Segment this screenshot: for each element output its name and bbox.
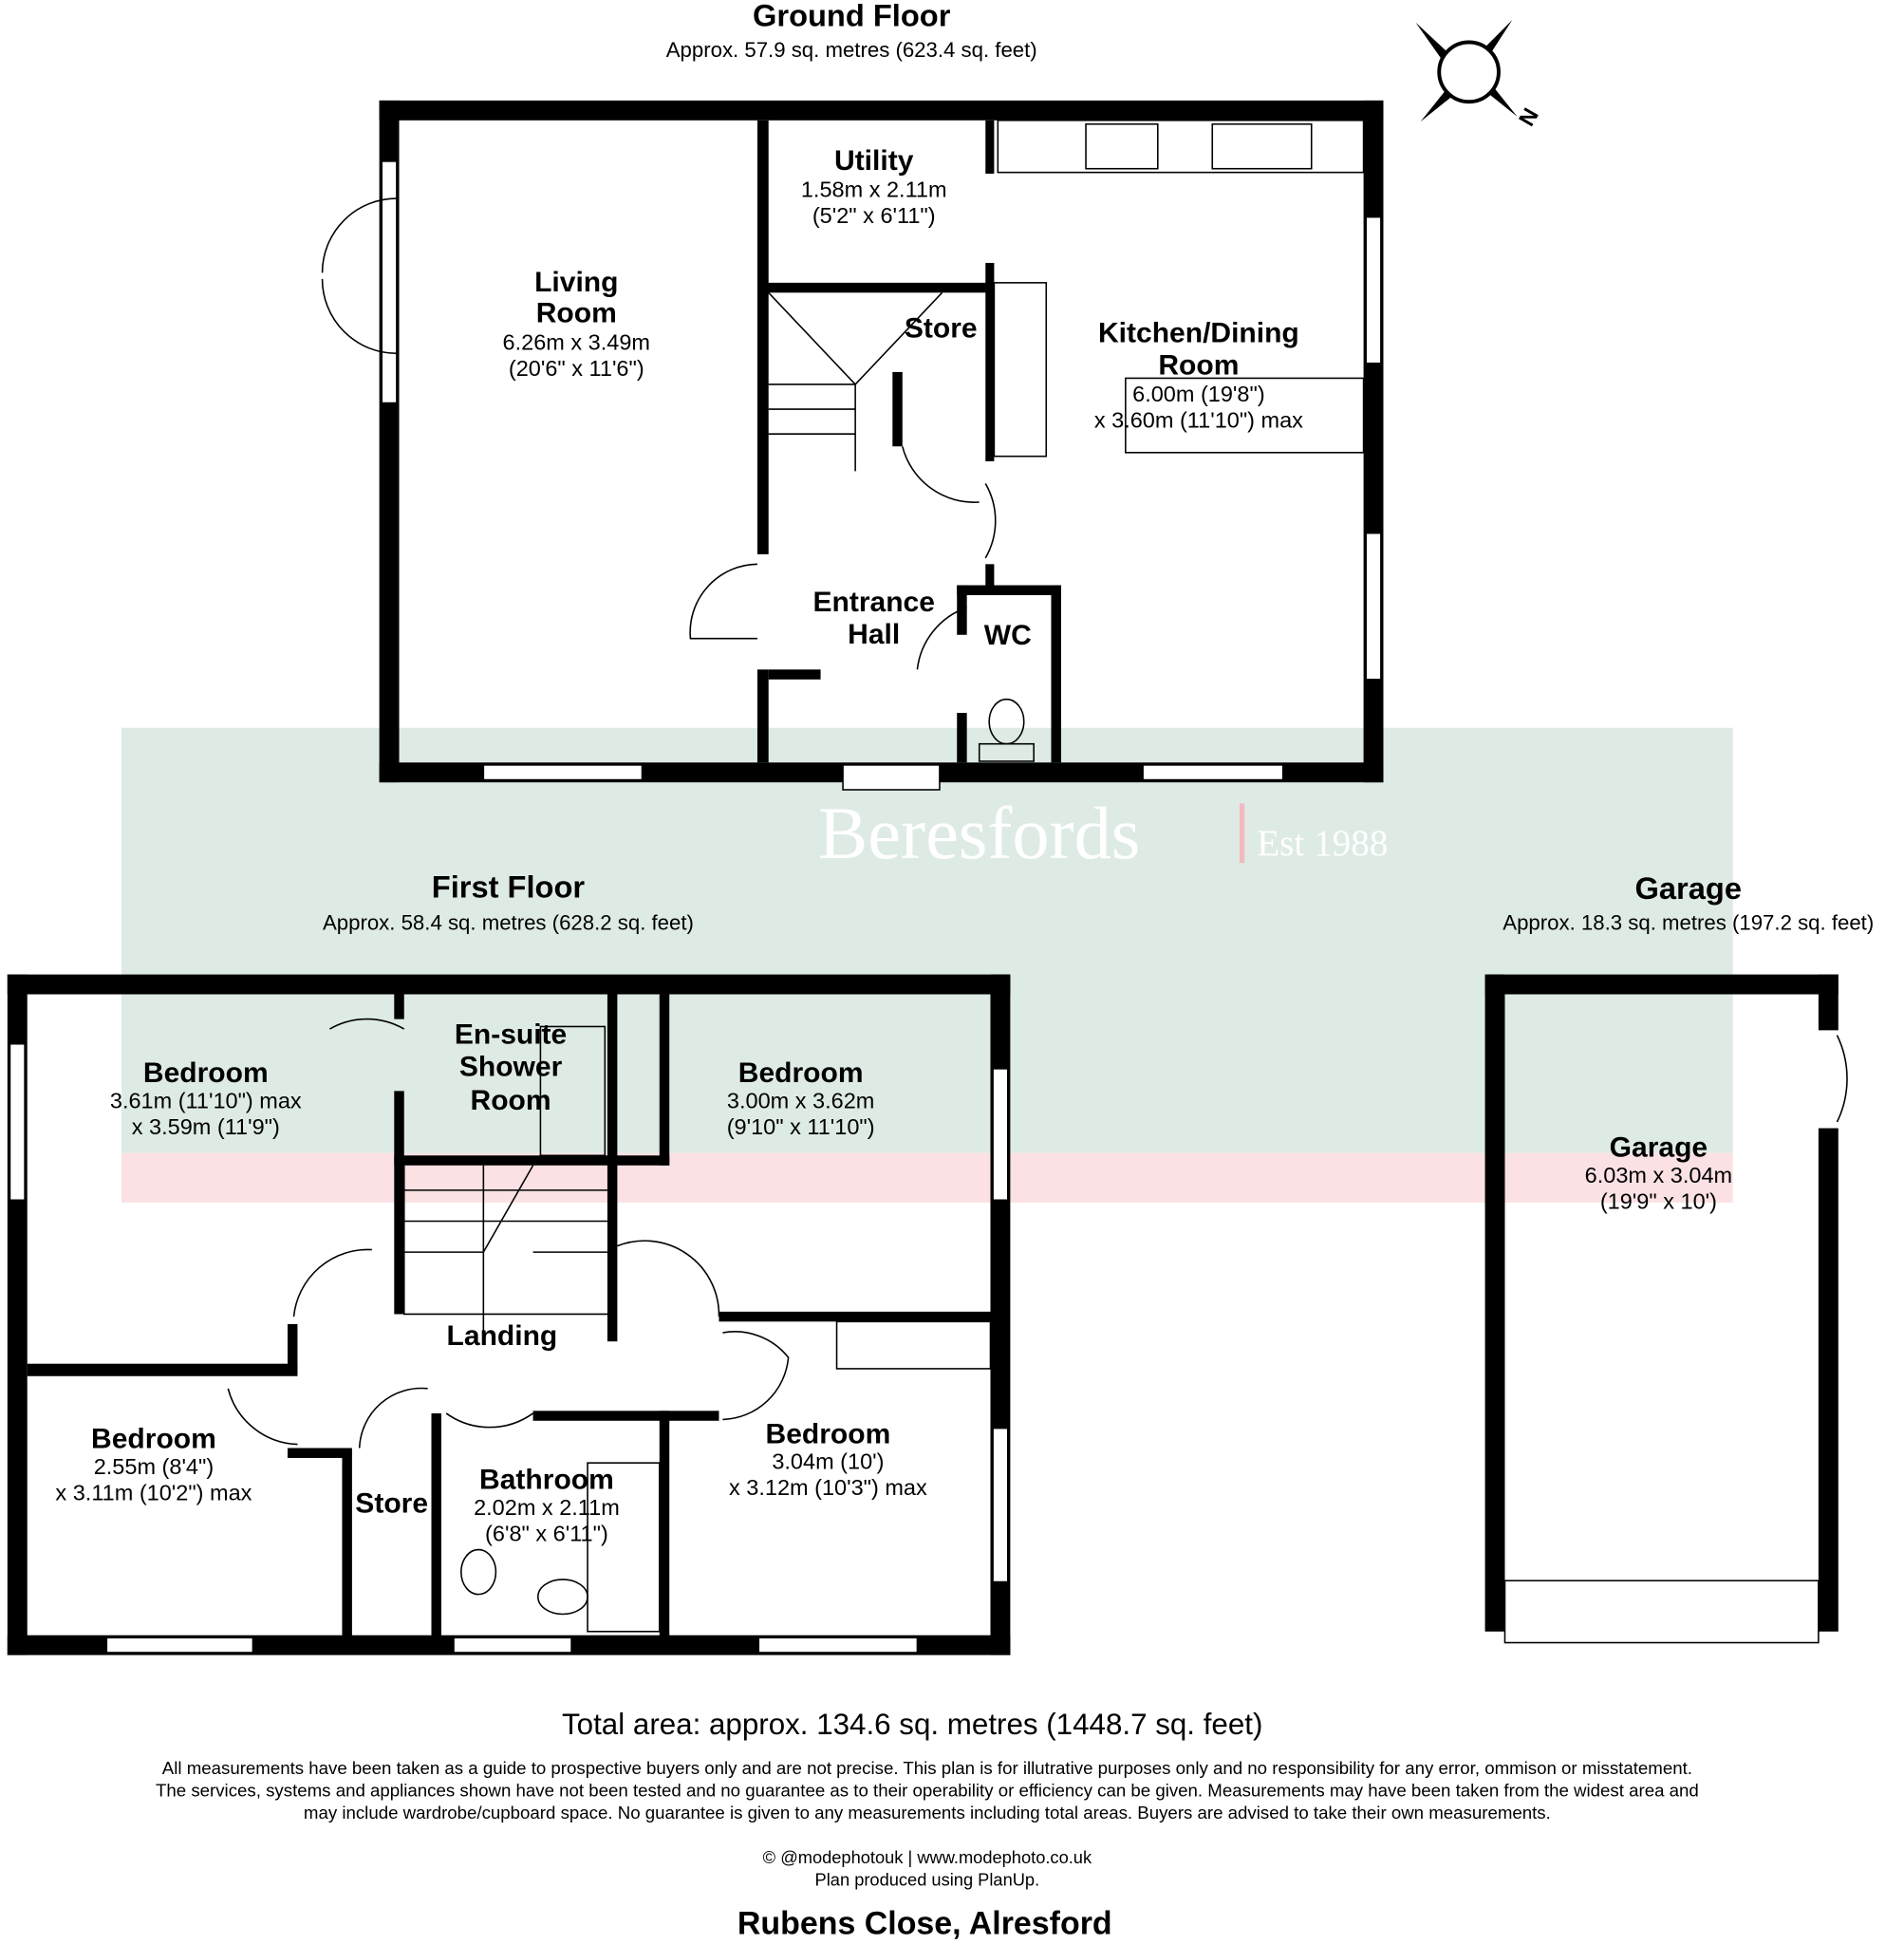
ground-floor-windows — [381, 160, 1382, 791]
first-floor-fixtures — [227, 1018, 992, 1633]
svg-text:Room: Room — [471, 1085, 551, 1116]
room-entrance-hall: Entrance Hall — [812, 587, 934, 650]
svg-text:(20'6" x 11'6"): (20'6" x 11'6") — [509, 356, 644, 381]
first-floor-area: Approx. 58.4 sq. metres (628.2 sq. feet) — [323, 911, 694, 935]
garage-area: Approx. 18.3 sq. metres (197.2 sq. feet) — [1503, 911, 1874, 935]
svg-text:3.61m (11'10") max: 3.61m (11'10") max — [110, 1089, 302, 1113]
compass-north-label: N — [1514, 103, 1543, 130]
svg-text:En-suite: En-suite — [455, 1019, 567, 1051]
svg-text:Bedroom: Bedroom — [91, 1423, 216, 1454]
svg-text:Shower: Shower — [459, 1052, 563, 1083]
watermark: Beresfords Est 1988 — [121, 727, 1733, 1203]
watermark-est: Est 1988 — [1257, 823, 1388, 864]
room-store-first: Store — [355, 1487, 428, 1519]
room-bedroom-3: Bedroom 2.55m (8'4") x 3.11m (10'2") max — [55, 1423, 252, 1505]
svg-text:Room: Room — [1158, 350, 1239, 382]
svg-text:(19'9" x 10'): (19'9" x 10') — [1600, 1188, 1717, 1213]
first-floor-windows — [9, 1042, 1009, 1654]
svg-text:(5'2" x 6'11"): (5'2" x 6'11") — [812, 203, 936, 228]
disclaimer-line: The services, systems and appliances sho… — [156, 1780, 1699, 1800]
garage-title: Garage — [1635, 870, 1742, 906]
svg-text:x 3.60m (11'10") max: x 3.60m (11'10") max — [1094, 408, 1303, 433]
svg-text:Hall: Hall — [848, 619, 900, 650]
room-bedroom-4: Bedroom 3.04m (10') x 3.12m (10'3") max — [729, 1418, 927, 1500]
svg-text:2.02m x 2.11m: 2.02m x 2.11m — [474, 1495, 620, 1520]
svg-text:2.55m (8'4"): 2.55m (8'4") — [94, 1454, 214, 1479]
room-bathroom: Bathroom 2.02m x 2.11m (6'8" x 6'11") — [474, 1465, 620, 1546]
svg-text:3.00m x 3.62m: 3.00m x 3.62m — [727, 1089, 874, 1113]
svg-text:6.26m x 3.49m: 6.26m x 3.49m — [503, 329, 650, 354]
total-area: Total area: approx. 134.6 sq. metres (14… — [562, 1708, 1262, 1741]
svg-text:6.00m (19'8"): 6.00m (19'8") — [1132, 382, 1265, 406]
svg-text:1.58m x 2.11m: 1.58m x 2.11m — [801, 178, 947, 202]
disclaimer-line: may include wardrobe/cupboard space. No … — [304, 1803, 1551, 1822]
ground-floor-area: Approx. 57.9 sq. metres (623.4 sq. feet) — [666, 38, 1037, 62]
garage-walls — [1484, 974, 1848, 1644]
room-bedroom-1: Bedroom 3.61m (11'10") max x 3.59m (11'9… — [110, 1057, 302, 1139]
svg-text:Bedroom: Bedroom — [766, 1418, 891, 1449]
room-garage: Garage 6.03m x 3.04m (19'9" x 10') — [1585, 1132, 1732, 1214]
disclaimer-line: All measurements have been taken as a gu… — [162, 1758, 1692, 1778]
address: Rubens Close, Alresford — [737, 1905, 1112, 1941]
svg-text:Kitchen/Dining: Kitchen/Dining — [1098, 318, 1299, 349]
ground-floor-fixtures — [321, 120, 1365, 762]
room-living: Living Room 6.26m x 3.49m (20'6" x 11'6"… — [503, 267, 650, 381]
svg-text:3.04m (10'): 3.04m (10') — [772, 1449, 884, 1474]
room-landing: Landing — [447, 1320, 558, 1352]
ground-floor-title: Ground Floor — [753, 0, 951, 33]
svg-text:Entrance: Entrance — [812, 587, 934, 618]
svg-text:Bedroom: Bedroom — [143, 1057, 269, 1089]
svg-text:(9'10" x 11'10"): (9'10" x 11'10") — [727, 1114, 875, 1139]
svg-text:(6'8" x 6'11"): (6'8" x 6'11") — [485, 1521, 608, 1545]
svg-text:x 3.11m (10'2") max: x 3.11m (10'2") max — [55, 1480, 252, 1505]
room-utility: Utility 1.58m x 2.11m (5'2" x 6'11") — [801, 145, 947, 228]
produced-by: Plan produced using PlanUp. — [815, 1870, 1040, 1890]
credit: © @modephotouk | www.modephoto.co.uk — [763, 1847, 1092, 1867]
svg-text:Garage: Garage — [1610, 1132, 1708, 1164]
first-floor-title: First Floor — [432, 869, 586, 905]
svg-text:Utility: Utility — [834, 145, 914, 177]
svg-text:Bedroom: Bedroom — [738, 1057, 864, 1089]
room-wc: WC — [984, 620, 1032, 651]
svg-text:x 3.59m (11'9"): x 3.59m (11'9") — [132, 1114, 280, 1139]
room-en-suite: En-suite Shower Room — [455, 1019, 567, 1116]
svg-text:Living: Living — [534, 267, 618, 298]
room-kitchen-dining: Kitchen/Dining Room 6.00m (19'8") x 3.60… — [1094, 318, 1303, 433]
svg-text:Room: Room — [536, 298, 617, 329]
svg-text:Bathroom: Bathroom — [479, 1465, 614, 1496]
room-store-ground: Store — [905, 312, 978, 344]
svg-text:6.03m x 3.04m: 6.03m x 3.04m — [1585, 1163, 1732, 1187]
north-compass-icon: N — [1415, 20, 1543, 130]
room-bedroom-2: Bedroom 3.00m x 3.62m (9'10" x 11'10") — [727, 1057, 875, 1139]
watermark-brand: Beresfords — [818, 792, 1140, 874]
svg-text:x 3.12m (10'3") max: x 3.12m (10'3") max — [729, 1475, 927, 1500]
